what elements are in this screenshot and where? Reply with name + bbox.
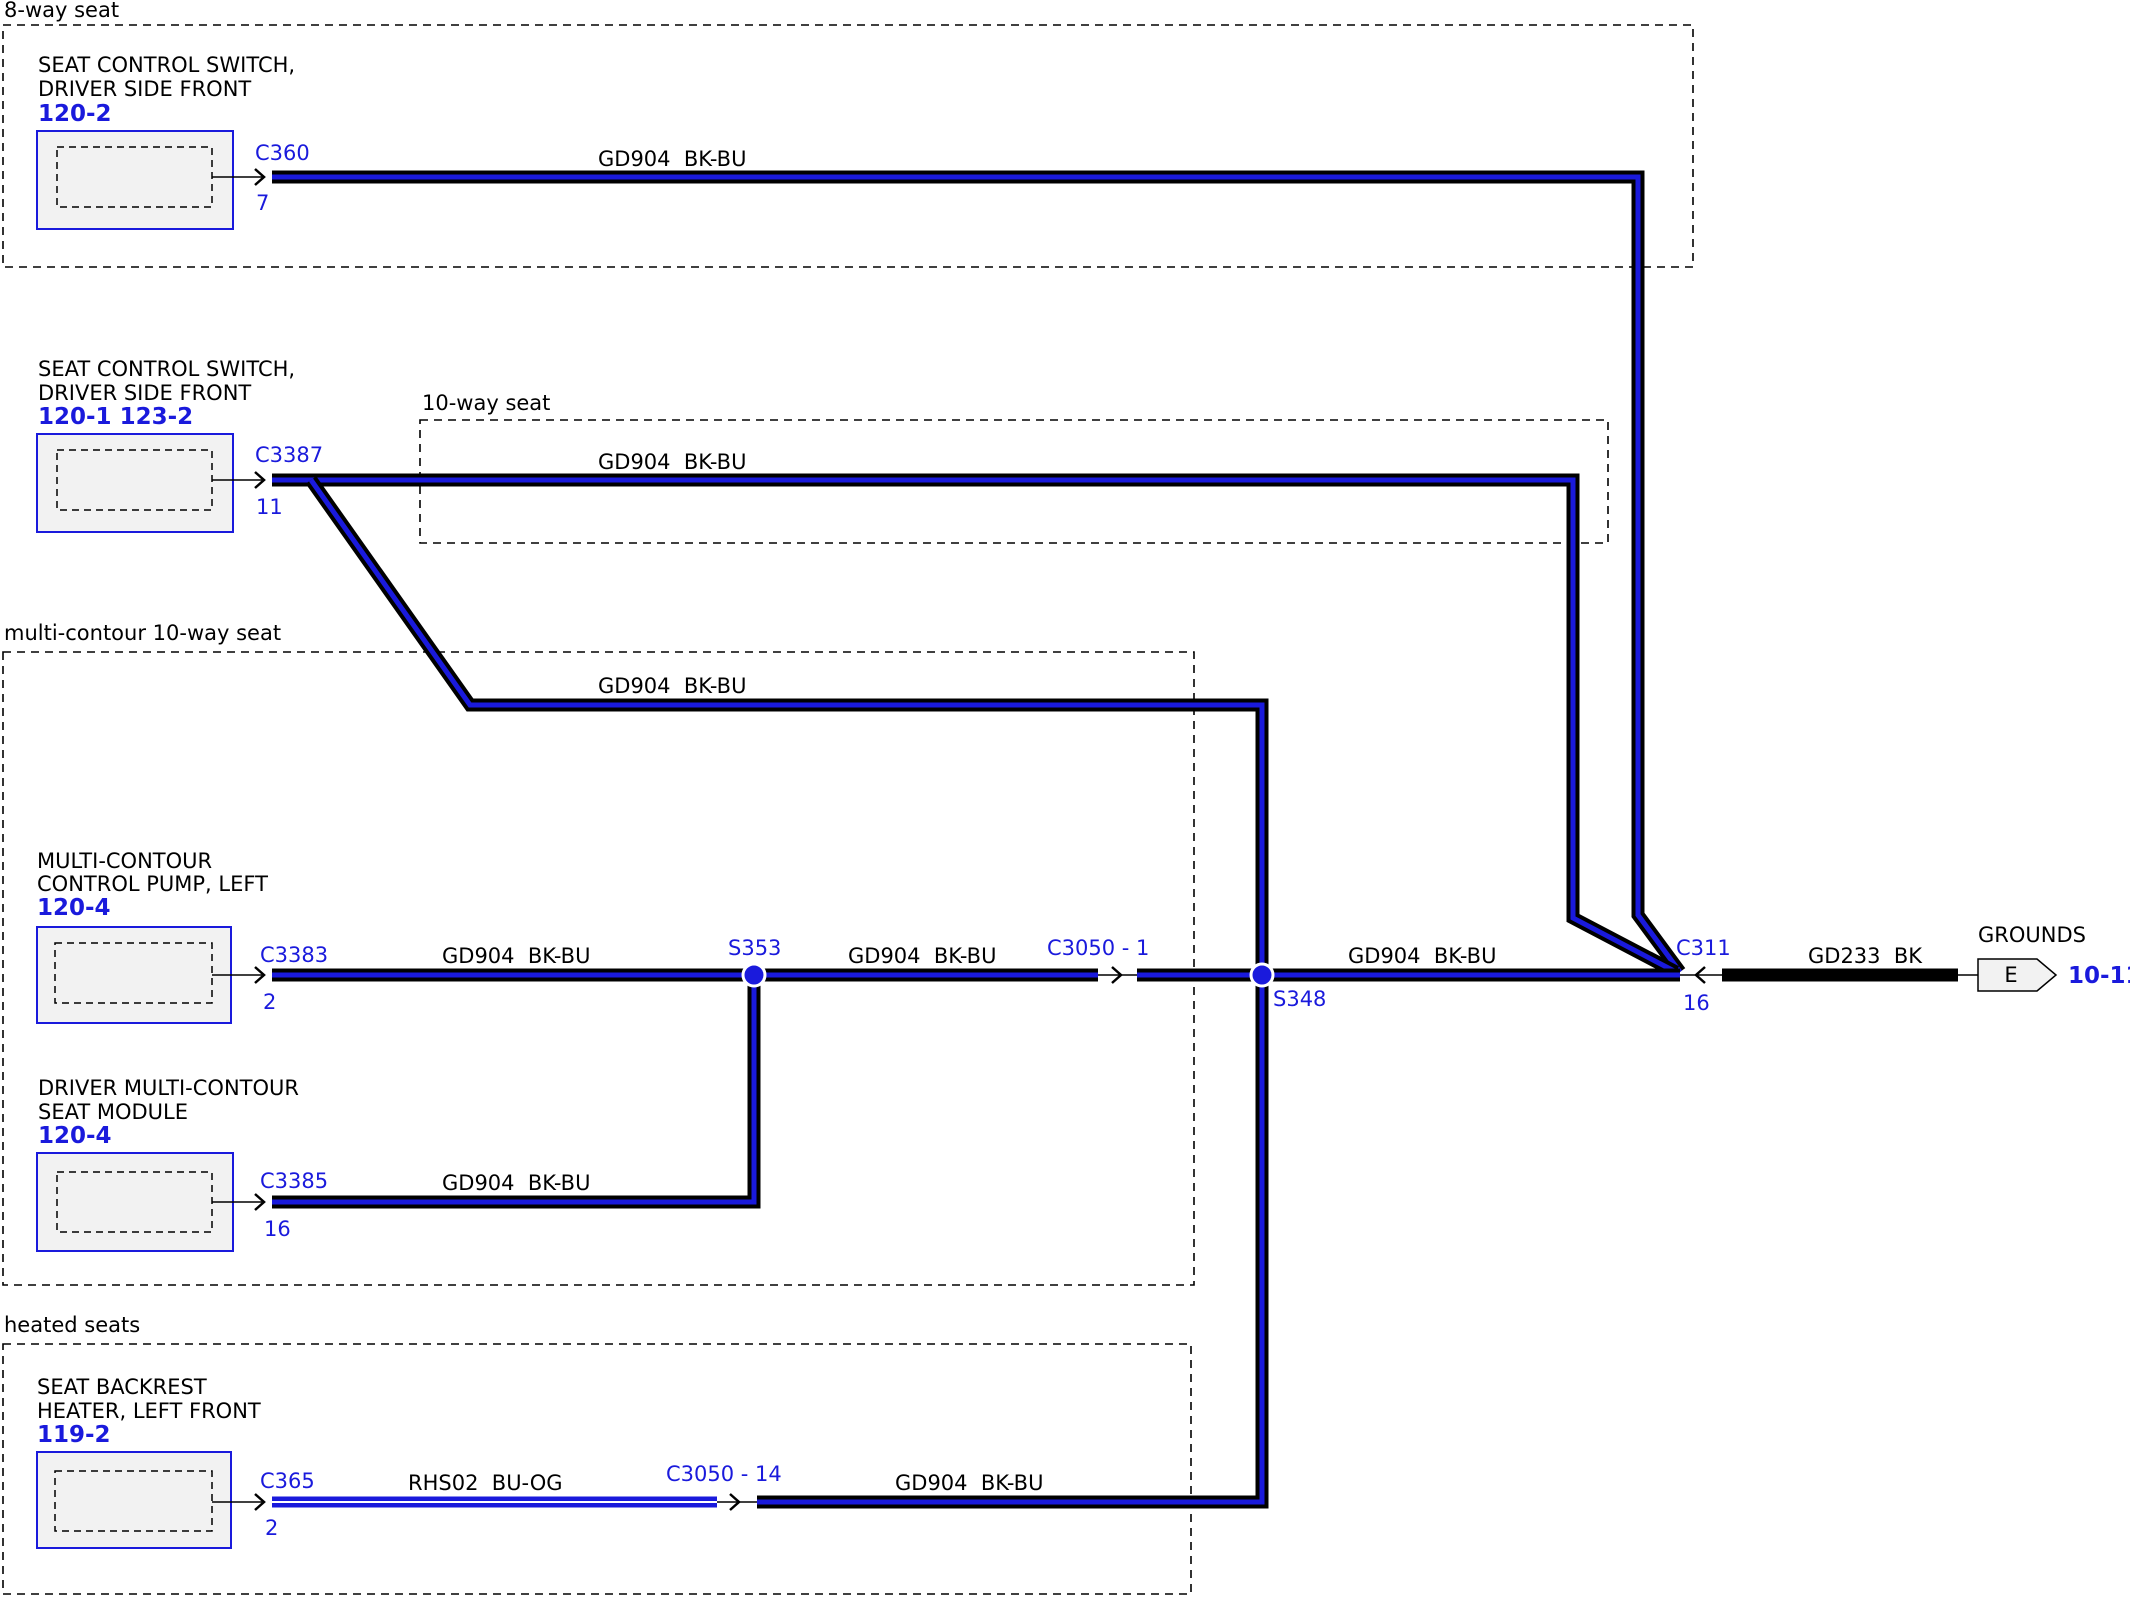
pin-label: 2 xyxy=(265,1516,278,1540)
wire-labels: GD904 BK-BU GD904 BK-BU GD904 BK-BU GD90… xyxy=(408,147,1923,1495)
zone-multi-contour: multi-contour 10-way seat xyxy=(2,621,1195,1286)
zone-label-heated: heated seats xyxy=(4,1313,140,1337)
connector-label: C311 xyxy=(1676,936,1731,960)
component-seat-switch-8way[interactable]: SEAT CONTROL SWITCH, DRIVER SIDE FRONT 1… xyxy=(36,53,310,230)
component-name-line1: DRIVER MULTI-CONTOUR xyxy=(38,1076,299,1100)
splice-s353[interactable]: S353 xyxy=(728,936,781,988)
component-box xyxy=(36,130,234,230)
connector-label: C3385 xyxy=(260,1169,328,1193)
component-box xyxy=(36,433,234,533)
page-reference[interactable]: 120-4 xyxy=(38,1123,112,1149)
wire-s348-to-c3050-14 xyxy=(757,975,1269,1509)
zone-8-way-seat: 8-way seat xyxy=(2,0,1694,268)
component-inner-box xyxy=(54,942,213,1004)
connector-label: C365 xyxy=(260,1469,315,1493)
connector-c3050-14[interactable]: C3050 - 14 xyxy=(666,1462,782,1511)
wire-label: GD904 BK-BU xyxy=(442,1171,590,1195)
connector-arrow-icon xyxy=(254,1193,266,1211)
connector-label: C3050 - 14 xyxy=(666,1462,782,1486)
pin-label: 11 xyxy=(256,495,283,519)
connector-c3050-1[interactable]: C3050 - 1 xyxy=(1047,936,1149,984)
component-inner-box xyxy=(54,1470,213,1532)
wire-label: GD904 BK-BU xyxy=(598,147,746,171)
connector-arrow-icon xyxy=(254,168,266,186)
page-reference[interactable]: 120-4 xyxy=(37,895,111,921)
wire-label: RHS02 BU-OG xyxy=(408,1471,563,1495)
zone-10-way-seat: 10-way seat xyxy=(419,391,1609,544)
connector-arrow-icon xyxy=(254,471,266,489)
connector-arrow-icon xyxy=(254,966,266,984)
component-box xyxy=(36,926,232,1024)
component-seat-backrest-heater[interactable]: SEAT BACKREST HEATER, LEFT FRONT 119-2 C… xyxy=(36,1375,315,1549)
splice-dot xyxy=(1249,962,1275,988)
connector-label: C3387 xyxy=(255,443,323,467)
connector-arrow-icon xyxy=(254,1493,266,1511)
component-name-line2: CONTROL PUMP, LEFT xyxy=(37,872,268,896)
wire-label: GD904 BK-BU xyxy=(598,450,746,474)
page-reference[interactable]: 120-2 xyxy=(38,101,112,127)
splice-label: S353 xyxy=(728,936,781,960)
wire-c3385 xyxy=(272,975,761,1209)
wire-label: GD904 BK-BU xyxy=(895,1471,1043,1495)
pin-label: 16 xyxy=(1683,991,1710,1015)
connector-c311[interactable]: C311 16 xyxy=(1676,936,1731,1015)
zone-label-multi-contour: multi-contour 10-way seat xyxy=(4,621,281,645)
component-name-line1: SEAT CONTROL SWITCH, xyxy=(38,357,295,381)
pin-label: 2 xyxy=(263,990,276,1014)
page-reference[interactable]: 120-1 123-2 xyxy=(38,404,193,430)
component-name-line2: DRIVER SIDE FRONT xyxy=(38,77,251,101)
wire-c360 xyxy=(272,170,1686,976)
component-name-line1: SEAT CONTROL SWITCH, xyxy=(38,53,295,77)
connector-arrow-icon xyxy=(1694,966,1706,984)
wire-label: GD904 BK-BU xyxy=(598,674,746,698)
pin-label: 7 xyxy=(256,191,269,215)
component-name-line2: DRIVER SIDE FRONT xyxy=(38,381,251,405)
wire-harness xyxy=(272,170,1958,1509)
component-name-line1: SEAT BACKREST xyxy=(37,1375,207,1399)
ground-letter: E xyxy=(2004,963,2017,987)
component-name-line1: MULTI-CONTOUR xyxy=(37,849,212,873)
wire-label: GD233 BK xyxy=(1808,944,1923,968)
ground-title: GROUNDS xyxy=(1978,923,2086,947)
splice-dot xyxy=(741,962,767,988)
component-seat-switch-10way[interactable]: SEAT CONTROL SWITCH, DRIVER SIDE FRONT 1… xyxy=(36,357,323,533)
component-name-line2: HEATER, LEFT FRONT xyxy=(37,1399,261,1423)
connector-label: C3383 xyxy=(260,943,328,967)
zone-heated-seats: heated seats xyxy=(2,1313,1192,1595)
zone-label-10-way: 10-way seat xyxy=(422,391,550,415)
ground-flag-icon xyxy=(1977,958,2058,992)
component-name-line2: SEAT MODULE xyxy=(38,1100,188,1124)
splice-label: S348 xyxy=(1273,987,1326,1011)
ground-page-reference[interactable]: 10-11 xyxy=(2068,963,2130,989)
wire-c3387-top xyxy=(272,473,1680,978)
component-box xyxy=(36,1152,234,1252)
splice-s348[interactable]: S348 xyxy=(1249,962,1326,1011)
wire-label: GD904 BK-BU xyxy=(442,944,590,968)
wire-label: GD904 BK-BU xyxy=(1348,944,1496,968)
wire-label: GD904 BK-BU xyxy=(848,944,996,968)
component-multi-contour-pump[interactable]: MULTI-CONTOUR CONTROL PUMP, LEFT 120-4 C… xyxy=(36,849,328,1024)
ground-reference[interactable]: E GROUNDS 10-11 xyxy=(1958,923,2130,992)
connector-label: C3050 - 1 xyxy=(1047,936,1149,960)
page-reference[interactable]: 119-2 xyxy=(37,1422,111,1448)
component-multi-contour-module[interactable]: DRIVER MULTI-CONTOUR SEAT MODULE 120-4 C… xyxy=(36,1076,328,1252)
component-box xyxy=(36,1451,232,1549)
zone-label-8-way: 8-way seat xyxy=(4,0,119,22)
pin-label: 16 xyxy=(264,1217,291,1241)
connector-label: C360 xyxy=(255,141,310,165)
wire-c3387-diagonal xyxy=(305,476,1269,975)
